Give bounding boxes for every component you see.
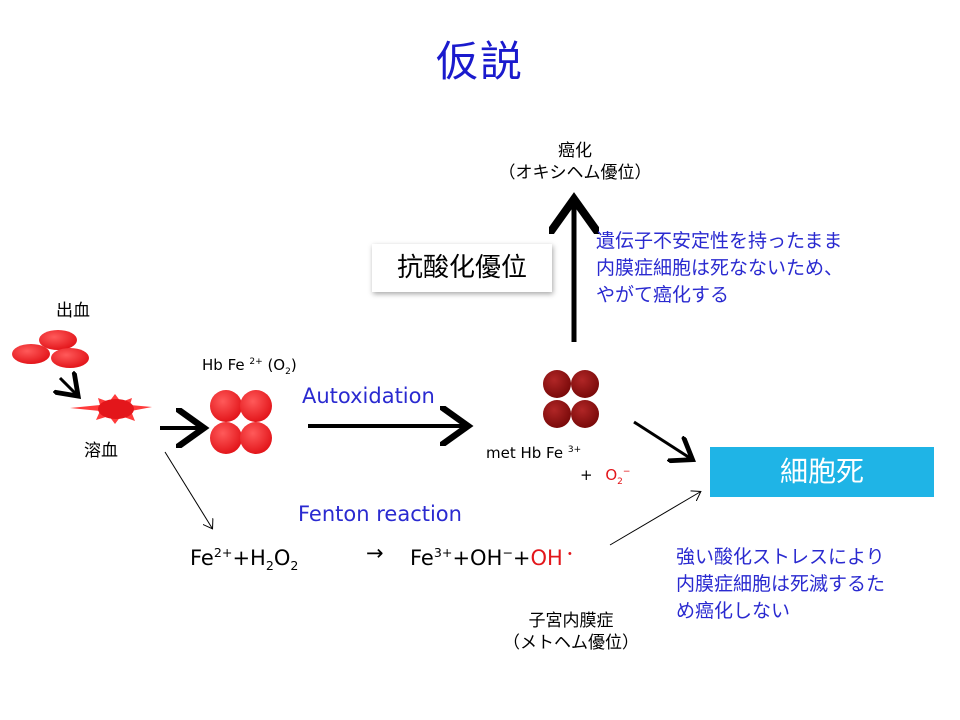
page-title: 仮説 xyxy=(435,37,524,86)
cancer-note-line-1: 遺伝子不安定性を持ったまま xyxy=(596,230,843,252)
superoxide-label: + O2− xyxy=(580,466,630,487)
rbc-cluster-icon xyxy=(12,330,89,368)
plus-h: +H xyxy=(232,546,266,570)
arrow-bleeding-hemolysis xyxy=(60,378,76,394)
cancer-title: 癌化 xyxy=(558,141,592,161)
plus-radical: + xyxy=(512,546,531,570)
endometriosis-title: 子宮内膜症 xyxy=(528,611,614,631)
hemolysis-burst-icon xyxy=(70,394,152,424)
fenton-arrow: → xyxy=(366,541,384,565)
o-left: O xyxy=(273,546,291,570)
oh-charge: − xyxy=(502,545,513,560)
fe-left-charge: 2+ xyxy=(213,545,233,560)
fe-left: Fe xyxy=(190,546,214,570)
methb-charge: 3+ xyxy=(567,445,582,455)
plus-oh: +OH xyxy=(452,546,503,570)
cancer-subtitle: （オキシヘム優位） xyxy=(498,163,652,183)
superoxide-o: O xyxy=(605,466,618,484)
h-sub: 2 xyxy=(265,558,274,574)
antioxidant-dominance-box: 抗酸化優位 xyxy=(372,244,552,292)
cancer-note: 遺伝子不安定性を持ったまま 内膜症細胞は死なないため、 やがて癌化する xyxy=(596,228,843,309)
radical-dot: ・ xyxy=(562,547,577,563)
superoxide-sub: 2 xyxy=(617,477,623,487)
hydroxyl-radical: OH xyxy=(530,546,563,570)
methemoglobin-label: met Hb Fe 3+ xyxy=(486,444,581,462)
superoxide-charge: − xyxy=(622,467,631,477)
o2-subscript: 2 xyxy=(285,367,291,377)
methemoglobin-icon xyxy=(543,370,599,428)
hb-fe-charge: 2+ xyxy=(249,357,263,367)
cancer-label: 癌化 （オキシヘム優位） xyxy=(470,140,680,184)
cell-death-box: 細胞死 xyxy=(710,447,934,497)
oxyheme-icon xyxy=(210,390,272,454)
autoxidation-label: Autoxidation xyxy=(302,384,435,408)
oxyhemoglobin-label: Hb Fe 2+ (O2) xyxy=(202,356,297,377)
stress-note-line-2: 内膜症細胞は死滅するた xyxy=(676,573,886,595)
plus-sign: + xyxy=(580,466,593,484)
stress-note-line-3: め癌化しない xyxy=(676,600,791,622)
cancer-note-line-3: やがて癌化する xyxy=(596,284,730,306)
fenton-formula-left: Fe2++H2O2 xyxy=(190,540,298,579)
endometriosis-label: 子宮内膜症 （メトヘム優位） xyxy=(466,610,676,654)
cancer-note-line-2: 内膜症細胞は死なないため、 xyxy=(596,257,844,279)
bleeding-label: 出血 xyxy=(56,301,90,321)
arrow-hemolysis-fenton xyxy=(164,451,212,528)
arrow-radical-cell-death xyxy=(609,492,700,546)
endometriosis-subtitle: （メトヘム優位） xyxy=(503,633,639,653)
fenton-reaction-label: Fenton reaction xyxy=(298,502,462,526)
o2-close: ) xyxy=(290,356,297,374)
fe-right-charge: 3+ xyxy=(433,545,453,560)
o-sub: 2 xyxy=(290,558,299,574)
methb-text: met Hb Fe xyxy=(486,444,564,462)
fenton-formula-right: Fe3++OH−+OH・ xyxy=(410,540,577,571)
o2-open: (O xyxy=(267,356,286,374)
fe-right: Fe xyxy=(410,546,434,570)
stress-note: 強い酸化ストレスにより 内膜症細胞は死滅するた め癌化しない xyxy=(676,544,885,625)
arrow-methb-cell-death xyxy=(633,420,690,458)
hb-fe-text: Hb Fe xyxy=(202,356,245,374)
stress-note-line-1: 強い酸化ストレスにより xyxy=(676,546,885,568)
hemolysis-label: 溶血 xyxy=(84,441,118,461)
